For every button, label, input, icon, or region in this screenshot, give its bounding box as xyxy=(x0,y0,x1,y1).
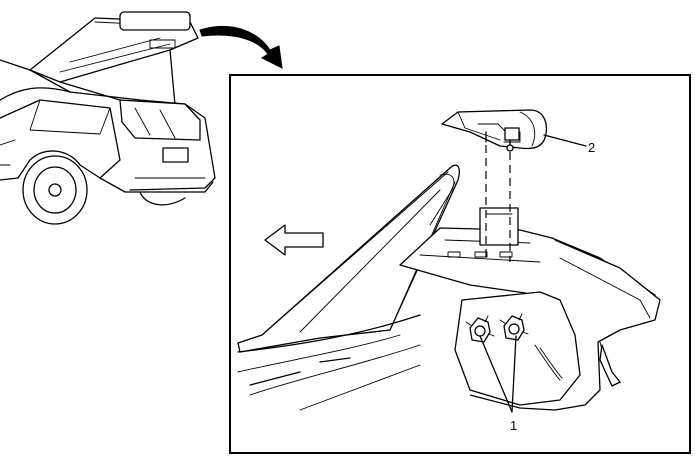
callout-label-2: 2 xyxy=(588,140,595,155)
arrow-left-icon xyxy=(264,224,324,256)
curved-arrow-icon xyxy=(199,26,283,69)
fastener-nut-icon xyxy=(499,313,529,341)
detail-view xyxy=(237,164,661,411)
alignment-lines xyxy=(485,145,511,262)
callout-label-1: 1 xyxy=(510,418,517,433)
leader-lines xyxy=(479,134,587,413)
vehicle-overview-icon xyxy=(0,11,216,225)
tail-lamp-icon xyxy=(441,109,548,152)
